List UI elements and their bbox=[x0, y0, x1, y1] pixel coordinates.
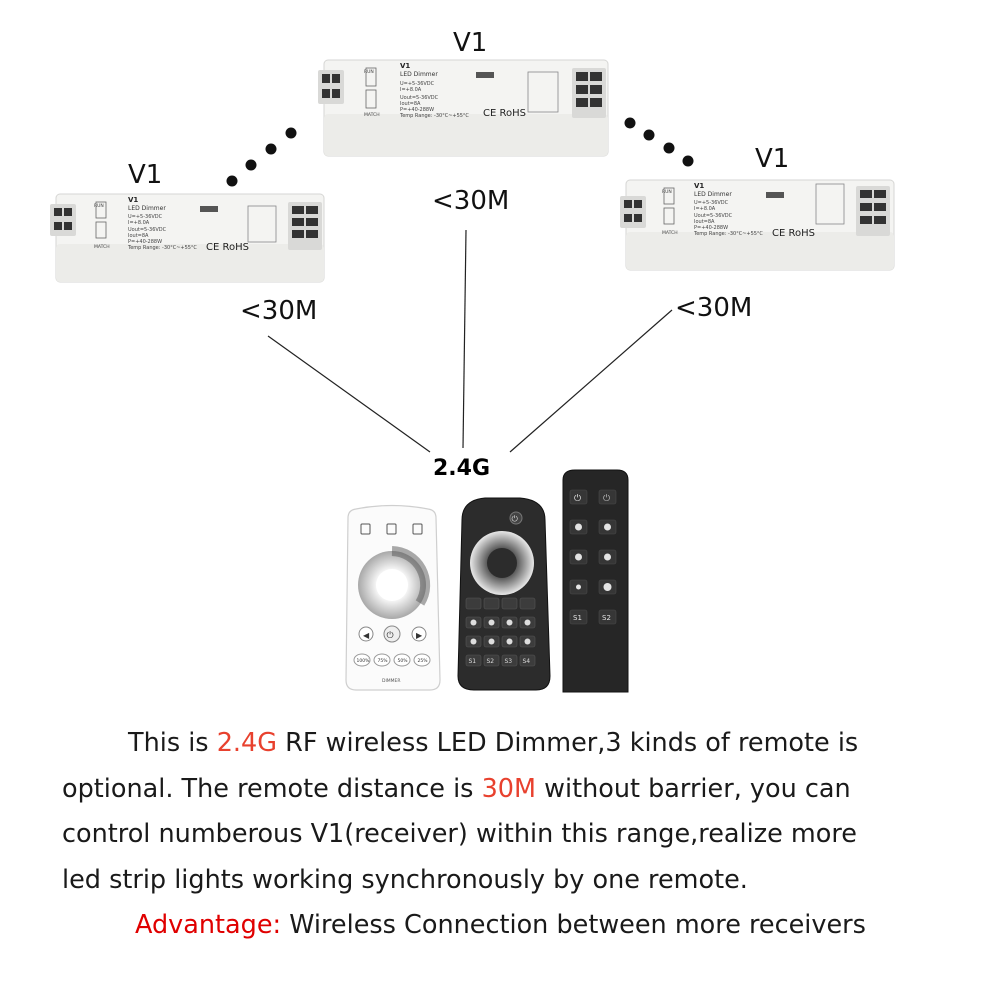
svg-text:75%: 75% bbox=[378, 658, 389, 664]
device-brand: V1 bbox=[400, 62, 410, 70]
svg-text:P=+40-288W: P=+40-288W bbox=[694, 225, 728, 231]
svg-text:I=+8.0A: I=+8.0A bbox=[400, 87, 422, 93]
svg-text:S1: S1 bbox=[469, 658, 477, 665]
signal-dots-left bbox=[226, 127, 297, 187]
svg-text:Uout=5-36VDC: Uout=5-36VDC bbox=[128, 227, 167, 233]
power-button bbox=[509, 511, 523, 525]
svg-text:S2: S2 bbox=[487, 658, 495, 665]
svg-text:RUN: RUN bbox=[662, 189, 672, 195]
svg-text:U=+5-36VDC: U=+5-36VDC bbox=[694, 200, 729, 206]
svg-text:Iout=8A: Iout=8A bbox=[400, 101, 421, 107]
svg-text:Temp Range: -30°C~+55°C: Temp Range: -30°C~+55°C bbox=[693, 231, 763, 237]
device-brand: V1 bbox=[694, 182, 704, 190]
svg-text:⏻: ⏻ bbox=[603, 493, 610, 504]
frequency-label: 2.4G bbox=[433, 456, 491, 481]
svg-text:P=+40-288W: P=+40-288W bbox=[400, 107, 434, 113]
device-brand: V1 bbox=[128, 196, 138, 204]
description-line-1: This is 2.4G RF wireless LED Dimmer,3 ki… bbox=[128, 728, 859, 758]
svg-text:S4: S4 bbox=[523, 658, 531, 665]
svg-text:MATCH: MATCH bbox=[94, 244, 110, 250]
svg-text:◀: ◀ bbox=[363, 631, 370, 640]
signal-dots-right bbox=[624, 117, 694, 167]
advantage-line: Advantage: Wireless Connection between m… bbox=[135, 910, 866, 940]
description-line-3: control numberous V1(receiver) within th… bbox=[62, 819, 857, 849]
device-title: LED Dimmer bbox=[400, 71, 438, 78]
link-line-center bbox=[462, 229, 467, 449]
remote-caption: DIMMER bbox=[382, 678, 401, 684]
distance-label-left: <30M bbox=[240, 296, 318, 326]
svg-text:⏻: ⏻ bbox=[574, 493, 581, 504]
svg-text:U=+5-36VDC: U=+5-36VDC bbox=[400, 81, 435, 87]
distance-label-center: <30M bbox=[432, 186, 510, 216]
description-line-4: led strip lights working synchronously b… bbox=[62, 864, 748, 895]
scene-icons bbox=[360, 523, 423, 535]
certification-marks: CE RoHS bbox=[483, 108, 526, 119]
previous-button bbox=[358, 626, 374, 642]
svg-text:U=+5-36VDC: U=+5-36VDC bbox=[128, 214, 163, 220]
svg-text:I=+8.0A: I=+8.0A bbox=[128, 220, 150, 226]
svg-text:Uout=5-36VDC: Uout=5-36VDC bbox=[694, 213, 733, 219]
svg-text:MATCH: MATCH bbox=[662, 230, 678, 236]
description-line-2: optional. The remote distance is 30M wit… bbox=[62, 773, 851, 804]
svg-text:25%: 25% bbox=[418, 658, 429, 664]
svg-text:S2: S2 bbox=[602, 614, 611, 622]
description-text: This is 2.4G RF wireless LED Dimmer,3 ki… bbox=[62, 721, 942, 949]
certification-marks: CE RoHS bbox=[772, 228, 815, 239]
svg-text:S3: S3 bbox=[505, 658, 513, 665]
device-label-right: V1 bbox=[755, 144, 790, 174]
distance-label-right: <30M bbox=[675, 293, 753, 323]
svg-text:⏻: ⏻ bbox=[387, 630, 394, 641]
device-title: LED Dimmer bbox=[694, 191, 732, 198]
svg-text:S1: S1 bbox=[573, 614, 582, 622]
svg-text:P=+40-288W: P=+40-288W bbox=[128, 239, 162, 245]
advantage-label: Advantage: bbox=[135, 910, 282, 940]
svg-text:Uout=5-36VDC: Uout=5-36VDC bbox=[400, 95, 439, 101]
svg-text:Temp Range: -30°C~+55°C: Temp Range: -30°C~+55°C bbox=[399, 113, 469, 119]
device-label-left: V1 bbox=[128, 160, 163, 190]
svg-text:Temp Range: -30°C~+55°C: Temp Range: -30°C~+55°C bbox=[127, 245, 197, 251]
svg-text:RUN: RUN bbox=[364, 69, 374, 75]
svg-text:50%: 50% bbox=[398, 658, 409, 664]
svg-text:▶: ▶ bbox=[416, 631, 423, 640]
svg-text:⏻: ⏻ bbox=[512, 515, 519, 524]
svg-text:MATCH: MATCH bbox=[364, 112, 380, 118]
link-line-right bbox=[509, 309, 673, 453]
svg-text:Iout=8A: Iout=8A bbox=[128, 233, 149, 239]
link-line-left bbox=[267, 335, 431, 453]
next-button bbox=[411, 626, 427, 642]
device-label-top: V1 bbox=[453, 28, 488, 58]
svg-text:RUN: RUN bbox=[94, 203, 104, 209]
certification-marks: CE RoHS bbox=[206, 242, 249, 253]
svg-text:I=+8.0A: I=+8.0A bbox=[694, 206, 716, 212]
power-button bbox=[383, 625, 401, 643]
svg-text:Iout=8A: Iout=8A bbox=[694, 219, 715, 225]
svg-text:100%: 100% bbox=[357, 658, 371, 664]
device-title: LED Dimmer bbox=[128, 205, 166, 212]
